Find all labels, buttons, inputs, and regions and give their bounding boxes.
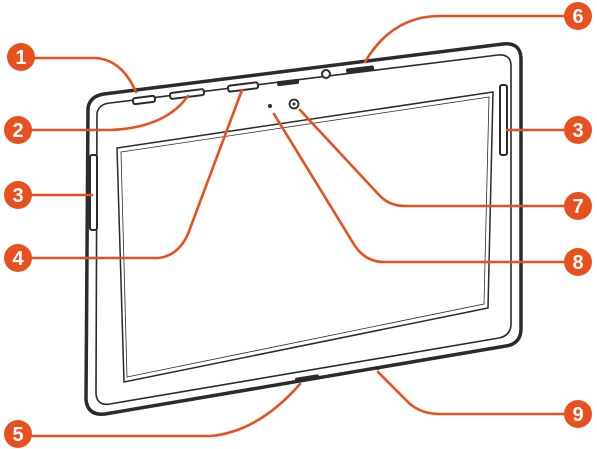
callout-badge-6: 6 <box>564 2 592 30</box>
callout-badges: 1 2 3 3 4 5 6 7 <box>4 2 592 448</box>
callout-badge-5: 5 <box>4 420 32 448</box>
callout-badge-3-right: 3 <box>564 116 592 144</box>
top-port <box>226 81 260 93</box>
callout-badge-3-left: 3 <box>4 181 32 209</box>
light-sensor <box>268 104 272 108</box>
leader-line-8 <box>272 112 577 264</box>
bottom-connector <box>295 374 320 383</box>
tablet-bezel-edge <box>95 54 512 406</box>
tablet-screen-inner <box>120 96 490 378</box>
tablet-device <box>84 42 523 416</box>
speaker-right <box>499 84 508 156</box>
top-slot <box>277 78 300 87</box>
front-camera-lens <box>292 102 296 106</box>
leader-line-2 <box>20 94 190 132</box>
microphone <box>376 366 380 370</box>
callout-lines <box>20 14 577 438</box>
leader-line-1 <box>23 56 138 94</box>
callout-number-1: 1 <box>15 47 26 69</box>
callout-number-8: 8 <box>572 252 583 274</box>
leader-line-5 <box>20 382 302 438</box>
tablet-screen <box>116 91 494 383</box>
callout-number-3-right: 3 <box>572 120 583 142</box>
leader-line-6 <box>363 14 577 64</box>
callout-badge-8: 8 <box>564 248 592 276</box>
callout-number-6: 6 <box>572 6 583 28</box>
top-slot-2 <box>346 65 375 74</box>
callout-number-2: 2 <box>12 120 23 142</box>
callout-number-9: 9 <box>572 404 583 426</box>
callout-badge-4: 4 <box>4 244 32 272</box>
top-jack <box>321 69 331 79</box>
callout-number-3-left: 3 <box>12 185 23 207</box>
callout-badge-9: 9 <box>564 400 592 428</box>
leader-line-4 <box>20 88 244 260</box>
leader-line-7 <box>298 108 577 208</box>
callout-number-4: 4 <box>12 248 24 270</box>
callout-number-7: 7 <box>572 196 583 218</box>
callout-number-5: 5 <box>12 424 23 446</box>
speaker-left <box>89 154 98 231</box>
callout-badge-2: 2 <box>4 116 32 144</box>
power-button <box>131 94 157 106</box>
callout-badge-1: 1 <box>7 43 35 71</box>
callout-badge-7: 7 <box>564 192 592 220</box>
leader-line-9 <box>376 370 577 416</box>
